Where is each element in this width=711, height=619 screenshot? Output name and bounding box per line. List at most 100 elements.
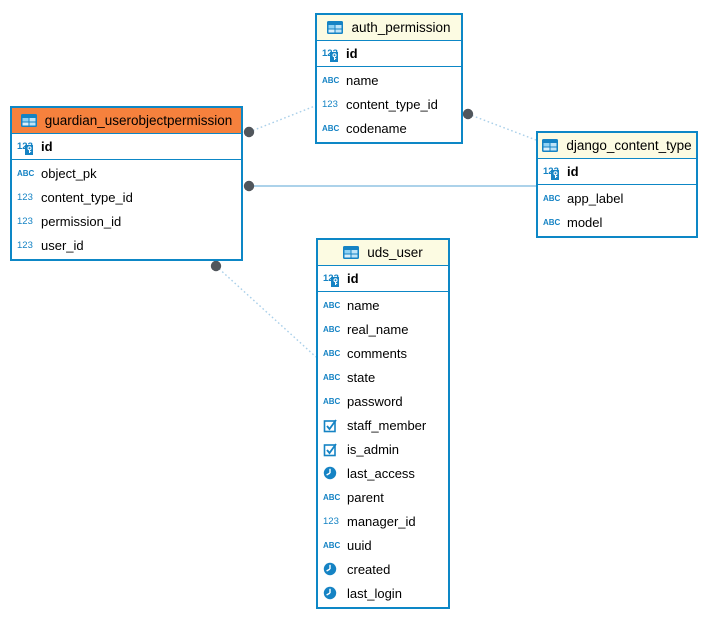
column-row-last_access[interactable]: last_access bbox=[318, 461, 448, 485]
text-type-icon: ABC bbox=[543, 193, 561, 203]
number-type-icon: 123 bbox=[323, 515, 339, 527]
column-label: name bbox=[347, 297, 380, 313]
column-row-uuid[interactable]: ABC uuid bbox=[318, 533, 448, 557]
column-row-real_name[interactable]: ABC real_name bbox=[318, 317, 448, 341]
column-row-codename[interactable]: ABC codename bbox=[317, 116, 461, 140]
text-type-icon: ABC bbox=[323, 324, 341, 334]
text-type-icon: ABC bbox=[322, 75, 340, 85]
column-label: content_type_id bbox=[346, 96, 438, 112]
text-type-icon: ABC bbox=[322, 123, 340, 133]
text-type-icon: ABC bbox=[17, 168, 35, 178]
entity-table-uds_user[interactable]: uds_user 123 id ABC name ABC real_name A… bbox=[316, 238, 450, 609]
column-label: object_pk bbox=[41, 165, 97, 181]
entity-table-header[interactable]: uds_user bbox=[318, 240, 448, 266]
entity-table-header[interactable]: auth_permission bbox=[317, 15, 461, 41]
primary-key-icon: 123 bbox=[17, 139, 36, 155]
table-icon bbox=[343, 245, 362, 260]
entity-table-columns: ABC object_pk 123 content_type_id 123 pe… bbox=[12, 160, 241, 259]
primary-key-label: id bbox=[346, 46, 358, 61]
primary-key-row[interactable]: 123 id bbox=[538, 159, 696, 185]
primary-key-label: id bbox=[41, 139, 53, 154]
column-label: content_type_id bbox=[41, 189, 133, 205]
column-label: app_label bbox=[567, 190, 624, 206]
table-icon bbox=[542, 138, 561, 153]
column-row-name[interactable]: ABC name bbox=[318, 293, 448, 317]
column-label: manager_id bbox=[347, 513, 416, 529]
text-type-icon: ABC bbox=[323, 396, 341, 406]
relationship-endpoint-dot bbox=[210, 260, 222, 272]
entity-table-auth_permission[interactable]: auth_permission 123 id ABC name 123 cont… bbox=[315, 13, 463, 144]
text-type-icon: ABC bbox=[323, 492, 341, 502]
relationship-line-guardian_userobjectpermission-auth_permission[interactable] bbox=[248, 105, 316, 133]
column-row-password[interactable]: ABC password bbox=[318, 389, 448, 413]
entity-table-columns: ABC app_label ABC model bbox=[538, 185, 696, 236]
entity-table-header[interactable]: guardian_userobjectpermission bbox=[12, 108, 241, 134]
column-label: permission_id bbox=[41, 213, 122, 229]
entity-table-columns: ABC name ABC real_name ABC comments ABC … bbox=[318, 292, 448, 607]
relationship-endpoint-dot bbox=[462, 108, 474, 120]
column-row-app_label[interactable]: ABC app_label bbox=[538, 186, 696, 210]
entity-table-title: uds_user bbox=[367, 245, 423, 260]
primary-key-row[interactable]: 123 id bbox=[12, 134, 241, 160]
text-type-icon: ABC bbox=[323, 540, 341, 550]
relationship-endpoint-dot bbox=[243, 126, 255, 138]
column-label: state bbox=[347, 369, 376, 385]
relationship-line-guardian_userobjectpermission-uds_user[interactable] bbox=[215, 265, 317, 358]
column-row-user_id[interactable]: 123 user_id bbox=[12, 233, 241, 257]
column-label: comments bbox=[347, 345, 407, 361]
relationship-endpoint-dot bbox=[243, 180, 255, 192]
column-label: is_admin bbox=[347, 441, 400, 457]
column-label: uuid bbox=[347, 537, 372, 553]
column-row-comments[interactable]: ABC comments bbox=[318, 341, 448, 365]
column-label: staff_member bbox=[347, 417, 427, 433]
primary-key-icon: 123 bbox=[543, 164, 562, 180]
column-row-content_type_id[interactable]: 123 content_type_id bbox=[12, 185, 241, 209]
entity-table-title: auth_permission bbox=[351, 20, 451, 35]
entity-table-title: guardian_userobjectpermission bbox=[44, 113, 233, 128]
entity-table-guardian_userobjectpermission[interactable]: guardian_userobjectpermission 123 id ABC… bbox=[10, 106, 243, 261]
entity-table-columns: ABC name 123 content_type_id ABC codenam… bbox=[317, 67, 461, 142]
number-type-icon: 123 bbox=[17, 239, 33, 251]
column-label: parent bbox=[347, 489, 384, 505]
table-icon bbox=[327, 20, 346, 35]
primary-key-row[interactable]: 123 id bbox=[317, 41, 461, 67]
column-label: codename bbox=[346, 120, 407, 136]
column-row-state[interactable]: ABC state bbox=[318, 365, 448, 389]
primary-key-icon: 123 bbox=[323, 271, 342, 287]
column-row-last_login[interactable]: last_login bbox=[318, 581, 448, 605]
datetime-type-icon bbox=[323, 466, 342, 481]
column-label: name bbox=[346, 72, 379, 88]
number-type-icon: 123 bbox=[17, 191, 33, 203]
primary-key-label: id bbox=[567, 164, 579, 179]
column-row-is_admin[interactable]: is_admin bbox=[318, 437, 448, 461]
column-row-model[interactable]: ABC model bbox=[538, 210, 696, 234]
number-type-icon: 123 bbox=[17, 215, 33, 227]
column-label: user_id bbox=[41, 237, 84, 253]
column-label: last_login bbox=[347, 585, 402, 601]
column-row-name[interactable]: ABC name bbox=[317, 68, 461, 92]
text-type-icon: ABC bbox=[543, 217, 561, 227]
column-row-manager_id[interactable]: 123 manager_id bbox=[318, 509, 448, 533]
column-label: created bbox=[347, 561, 391, 577]
relationship-line-auth_permission-django_content_type[interactable] bbox=[467, 113, 537, 141]
column-row-created[interactable]: created bbox=[318, 557, 448, 581]
column-row-permission_id[interactable]: 123 permission_id bbox=[12, 209, 241, 233]
column-label: password bbox=[347, 393, 403, 409]
primary-key-icon: 123 bbox=[322, 46, 341, 62]
primary-key-label: id bbox=[347, 271, 359, 286]
datetime-type-icon bbox=[323, 562, 342, 577]
primary-key-row[interactable]: 123 id bbox=[318, 266, 448, 292]
column-row-parent[interactable]: ABC parent bbox=[318, 485, 448, 509]
column-row-object_pk[interactable]: ABC object_pk bbox=[12, 161, 241, 185]
entity-table-header[interactable]: django_content_type bbox=[538, 133, 696, 159]
boolean-type-icon bbox=[323, 442, 342, 457]
column-row-content_type_id[interactable]: 123 content_type_id bbox=[317, 92, 461, 116]
number-type-icon: 123 bbox=[322, 98, 338, 110]
entity-table-title: django_content_type bbox=[566, 138, 692, 153]
column-row-staff_member[interactable]: staff_member bbox=[318, 413, 448, 437]
column-label: last_access bbox=[347, 465, 415, 481]
entity-table-django_content_type[interactable]: django_content_type 123 id ABC app_label… bbox=[536, 131, 698, 238]
text-type-icon: ABC bbox=[323, 300, 341, 310]
